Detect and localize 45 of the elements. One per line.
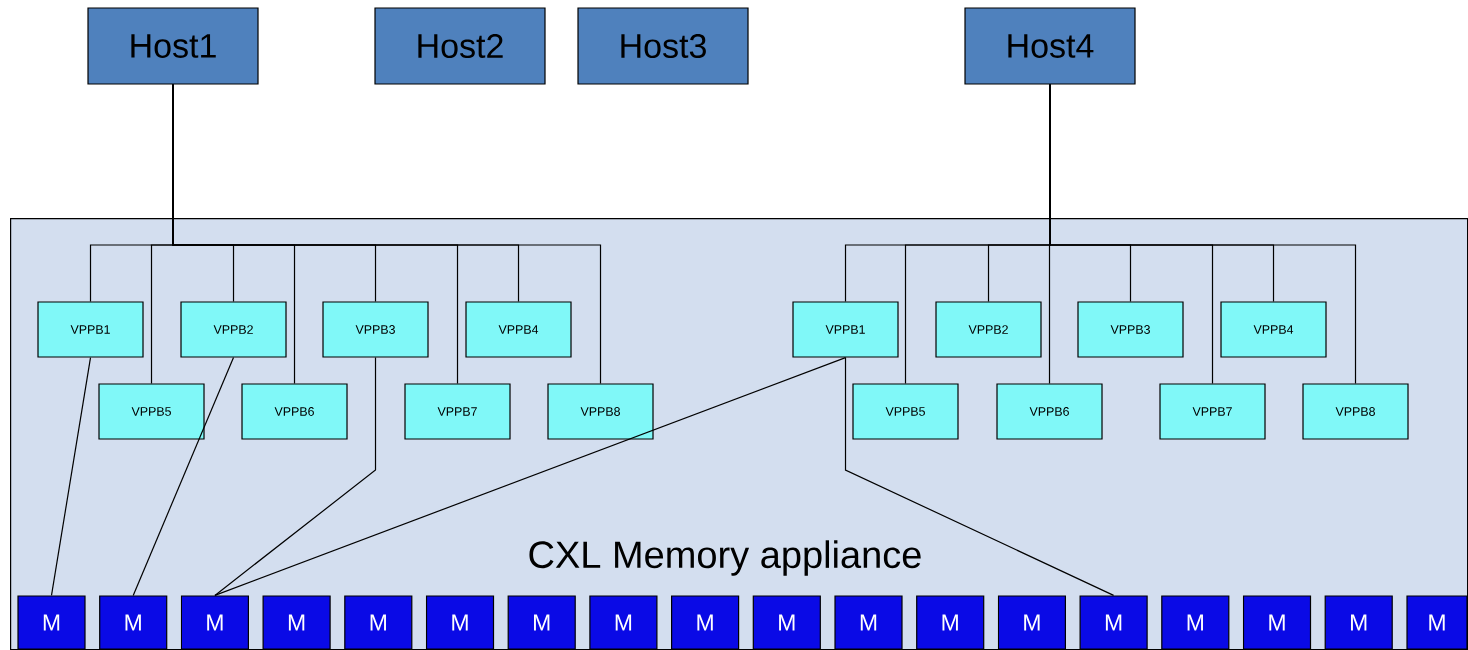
vppb-box: VPPB6 — [996, 383, 1103, 440]
memory-box: M — [752, 595, 821, 650]
memory-box: M — [916, 595, 985, 650]
memory-box: M — [1161, 595, 1230, 650]
vppb-box: VPPB4 — [465, 301, 572, 358]
memory-box: M — [1242, 595, 1312, 650]
host-box: Host3 — [577, 7, 749, 85]
vppb-box: VPPB2 — [935, 301, 1042, 358]
vppb-box: VPPB7 — [1159, 383, 1266, 440]
connector-line — [844, 357, 1115, 596]
memory-box: M — [1324, 595, 1393, 650]
vppb-box: VPPB3 — [1077, 301, 1184, 358]
vppb-box: VPPB6 — [241, 383, 348, 440]
vppb-box: VPPB3 — [322, 301, 429, 358]
memory-box: M — [507, 595, 576, 650]
memory-box: M — [997, 595, 1066, 650]
connector-line — [214, 357, 847, 596]
connector-line — [132, 357, 235, 596]
memory-box: M — [17, 595, 86, 650]
vppb-box: VPPB5 — [98, 383, 205, 440]
memory-box: M — [262, 595, 331, 650]
memory-box: M — [834, 595, 903, 650]
connector-line — [1049, 84, 1357, 384]
memory-box: M — [671, 595, 740, 650]
host-box: Host4 — [964, 7, 1136, 85]
memory-box: M — [1079, 595, 1148, 650]
memory-box: M — [1406, 595, 1468, 650]
vppb-box: VPPB7 — [404, 383, 511, 440]
host-box: Host2 — [374, 7, 546, 85]
vppb-box: VPPB4 — [1220, 301, 1327, 358]
memory-box: M — [344, 595, 413, 650]
memory-box: M — [180, 595, 249, 650]
memory-box: M — [99, 595, 168, 650]
connector-line — [214, 357, 377, 596]
vppb-box: VPPB1 — [792, 301, 899, 358]
memory-box: M — [425, 595, 495, 650]
connector-line — [50, 357, 92, 596]
vppb-box: VPPB2 — [180, 301, 287, 358]
vppb-box: VPPB8 — [1302, 383, 1409, 440]
vppb-box: VPPB5 — [852, 383, 959, 440]
connector-line — [172, 84, 602, 384]
vppb-box: VPPB1 — [37, 301, 144, 358]
memory-box: M — [589, 595, 658, 650]
host-box: Host1 — [87, 7, 259, 85]
vppb-box: VPPB8 — [547, 383, 654, 440]
